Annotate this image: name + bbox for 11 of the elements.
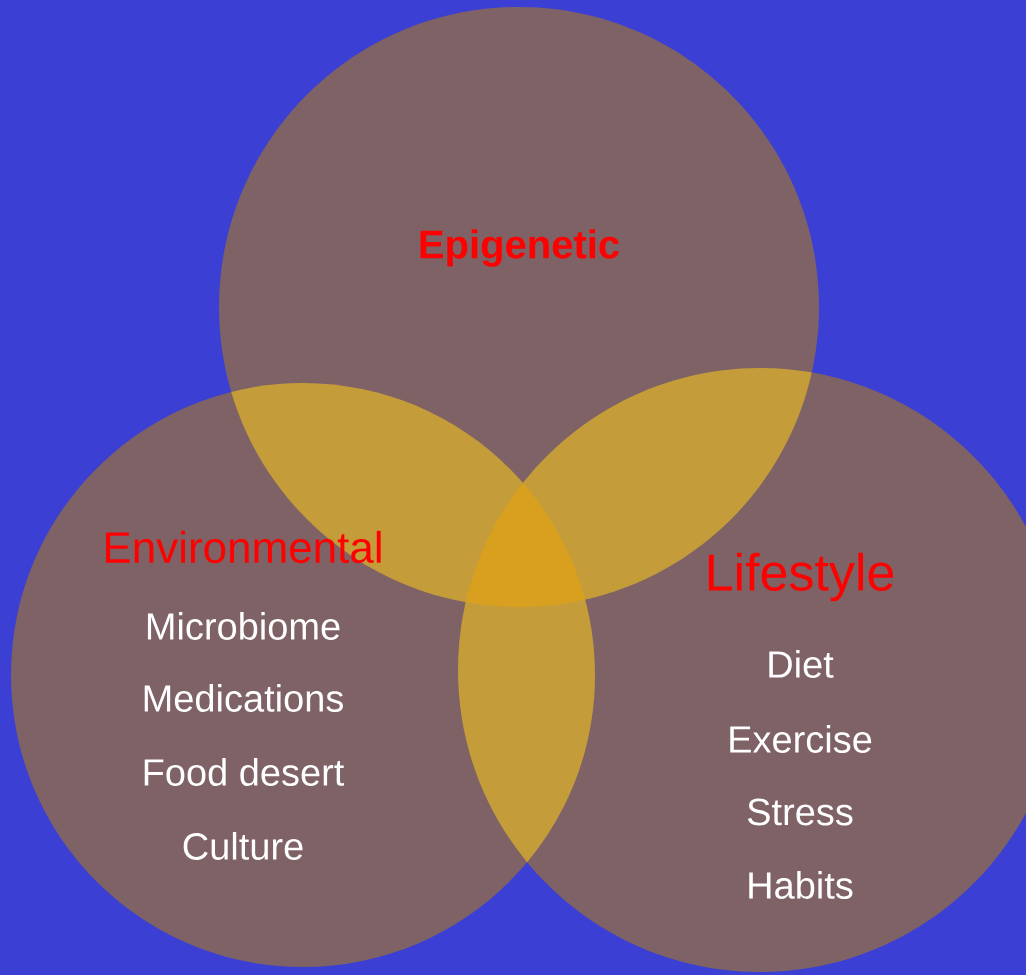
circle-heading: Epigenetic [420,229,619,267]
list-item: Food desert [144,758,345,786]
list-item: Culture [183,832,303,860]
list-item: Habits [749,871,853,899]
list-item: Exercise [730,725,872,753]
list-item: Diet [769,650,834,678]
list-item: Stress [747,798,853,826]
list-item: Medications [144,684,343,712]
list-item: Microbiome [147,612,340,640]
circle-heading: Environmental [106,530,381,564]
circle-heading: Lifestyle [708,552,894,602]
